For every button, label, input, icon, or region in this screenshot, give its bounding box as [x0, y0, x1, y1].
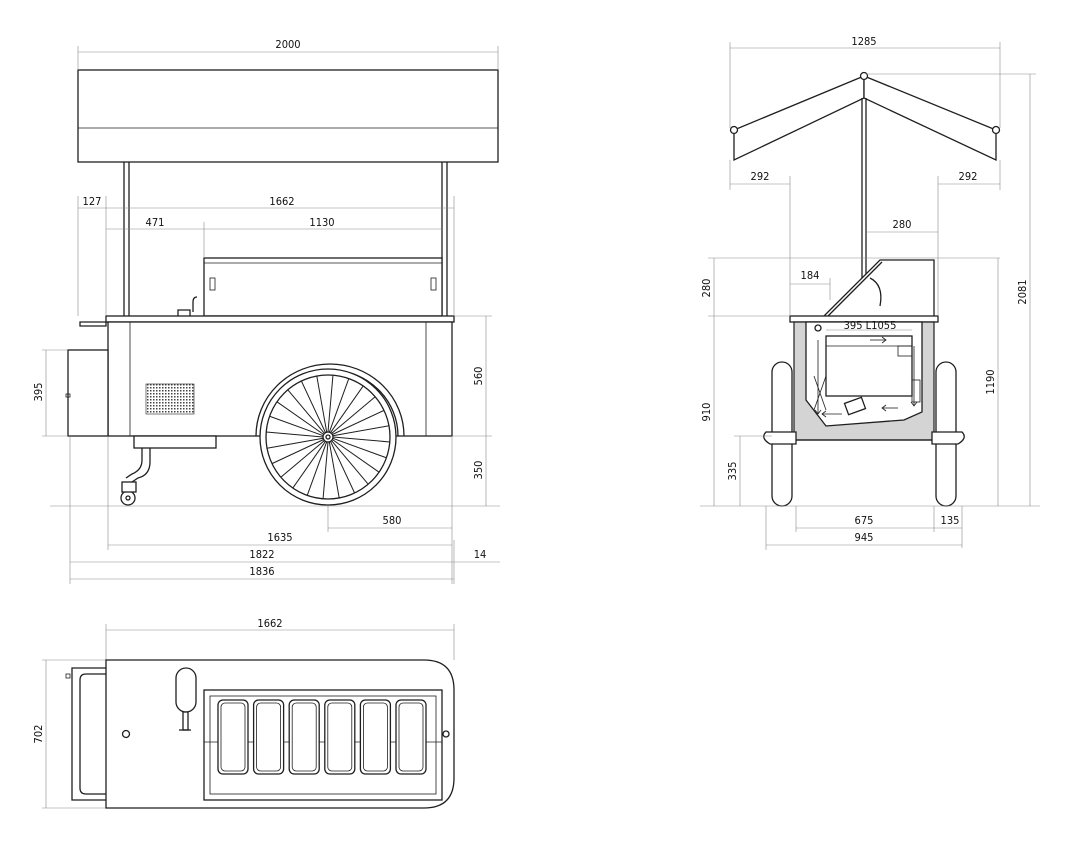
side-tank — [825, 335, 913, 397]
side-display — [820, 259, 935, 319]
wheel-spoke — [330, 385, 364, 433]
dim-glass-offset: 184 — [801, 269, 820, 282]
wheel-spoke — [306, 441, 328, 496]
gelato-pan-inner — [291, 702, 317, 772]
dim-counter-length: 1662 — [269, 195, 294, 208]
dim-body-height: 560 — [472, 367, 485, 386]
front-dimensions: 2000 127 1662 471 1130 395 560 350 580 1… — [32, 38, 500, 584]
canopy — [77, 69, 499, 163]
top-sink — [175, 667, 197, 713]
dim-wheel-offset: 580 — [383, 514, 402, 527]
dim-wheel-width: 135 — [941, 514, 960, 527]
dim-top-height: 1190 — [984, 369, 997, 394]
top-pin — [442, 730, 450, 738]
top-view: 1662 702 — [32, 617, 455, 809]
vent-grille — [145, 383, 195, 415]
gelato-pan-inner — [256, 702, 282, 772]
wheel-fender — [255, 363, 405, 437]
gelato-pan-inner — [220, 702, 246, 772]
top-handle — [71, 667, 106, 801]
dim-canopy-overhang-right: 292 — [959, 170, 978, 183]
wheel-spoke — [328, 378, 350, 433]
dim-left-overhang: 127 — [83, 195, 102, 208]
wheel-spoke — [300, 380, 326, 433]
dim-top-depth: 702 — [32, 725, 45, 744]
dim-side-canopy-width: 1285 — [851, 35, 876, 48]
dim-overall-length-a: 1822 — [249, 548, 274, 561]
wheel-spoke — [332, 436, 390, 443]
gelato-pan-inner — [362, 702, 388, 772]
dim-counter-height: 910 — [700, 403, 713, 422]
top-display — [203, 689, 443, 801]
dim-overall-height: 2081 — [1016, 279, 1029, 304]
dim-drawer-height: 395 — [32, 383, 45, 402]
roof-left — [733, 75, 865, 162]
gelato-pan — [359, 699, 392, 775]
wheel-spoke — [322, 441, 329, 499]
gelato-pan — [288, 699, 320, 775]
compressor-box — [133, 435, 217, 449]
roof-right — [863, 75, 997, 162]
dim-handle-offset: 14 — [474, 548, 487, 561]
wheel-spoke — [330, 441, 356, 494]
side-dimensions: 1285 292 292 280 184 280 395 L1055 910 3… — [700, 35, 1036, 550]
gelato-pan — [324, 699, 356, 775]
side-hub-right — [931, 431, 965, 445]
wheel-hub — [322, 431, 334, 443]
gelato-pan — [217, 699, 249, 775]
dim-display-length: 1130 — [309, 216, 334, 229]
dim-overall-length-b: 1836 — [249, 565, 274, 578]
front-view: 2000 127 1662 471 1130 395 560 350 580 1… — [32, 38, 500, 584]
caster-wheel — [120, 490, 136, 506]
wheel-spoke — [292, 441, 326, 489]
handle — [79, 321, 107, 327]
gelato-pan-inner — [327, 702, 353, 772]
wheel-spoke — [332, 425, 390, 437]
drawer — [67, 349, 109, 437]
wheel-spokes — [266, 375, 390, 499]
dim-ground-clearance: 350 — [472, 461, 485, 480]
wheel-spoke — [316, 375, 328, 433]
top-faucet — [182, 711, 189, 731]
dim-glass-depth: 280 — [893, 218, 912, 231]
wheel-spoke — [328, 441, 340, 499]
wheel-spoke — [332, 439, 380, 473]
dim-tank-label: 395 L1055 — [844, 319, 897, 332]
side-view: 1285 292 292 280 184 280 395 L1055 910 3… — [700, 35, 1040, 550]
dim-left-offset: 471 — [146, 216, 165, 229]
wheel-spoke — [266, 437, 324, 449]
dim-track-width: 675 — [855, 514, 874, 527]
side-pump — [843, 396, 867, 416]
dim-top-length: 1662 — [257, 617, 282, 630]
wheel-spoke — [327, 375, 334, 433]
dim-body-length: 1635 — [267, 531, 292, 544]
top-knob — [121, 729, 131, 739]
wheel-spoke — [331, 440, 369, 485]
display-case — [203, 257, 443, 317]
wheel-spoke — [271, 439, 324, 465]
gelato-pan — [252, 699, 285, 775]
top-pans — [217, 699, 427, 775]
gelato-pan-inner — [398, 702, 424, 772]
wheel-spoke — [269, 415, 324, 437]
dim-overall-width: 945 — [855, 531, 874, 544]
wheel-spoke — [280, 440, 325, 478]
counter-top — [105, 315, 455, 323]
caster-arm — [131, 448, 151, 483]
faucet — [177, 309, 191, 316]
dim-canopy-overhang-left: 292 — [751, 170, 770, 183]
dim-axle-height: 335 — [726, 462, 739, 481]
wheel-spoke — [266, 431, 324, 438]
wheel-spoke — [276, 401, 324, 435]
wheel-spoke — [331, 396, 376, 434]
side-hub-left — [763, 431, 797, 445]
dim-glass-height: 280 — [700, 279, 713, 298]
wheel-spoke — [332, 409, 385, 435]
dim-canopy-width: 2000 — [275, 38, 300, 51]
wheel-spoke — [287, 389, 325, 434]
gelato-pan — [395, 699, 427, 775]
wheel-spoke — [332, 437, 387, 459]
